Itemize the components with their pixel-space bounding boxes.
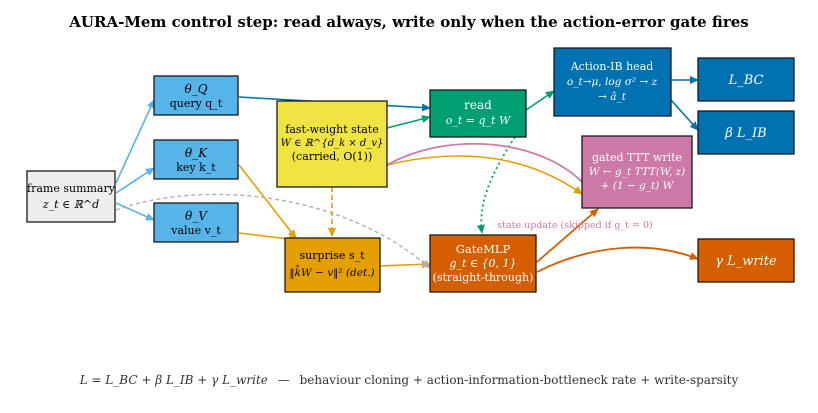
footer-description: behaviour cloning + action-information-b… [300, 373, 739, 387]
surprise-box: surprise s_t ‖k̂W − v‖² (det.) [284, 237, 381, 293]
footer: L = L_BC + β L_IB + γ L_write — behaviou… [79, 373, 739, 387]
loss-ib-box: β L_IB [697, 110, 795, 155]
footer-dash: — [278, 373, 290, 387]
fast-weight-title: fast-weight state [285, 123, 378, 136]
action-ib-title: Action-IB head [570, 60, 654, 73]
gated-ttt-formula-2: + (1 − g_t) W [601, 180, 675, 192]
theta-k-box: θ_K key k_t [153, 139, 239, 180]
surprise-formula: ‖k̂W − v‖² (det.) [289, 265, 374, 280]
theta-k-symbol: θ_K [185, 146, 208, 160]
frame-summary-box: frame summary z_t ∈ ℝ^d [26, 170, 116, 223]
edge-read-to-action-ib [525, 90, 555, 111]
loss-write-label: γ L_write [715, 254, 777, 269]
fast-weight-state-box: fast-weight state W ∈ ℝ^{d_k × d_v} (car… [276, 100, 388, 188]
gated-ttt-title: gated TTT write [592, 151, 682, 164]
theta-v-label: value v_t [170, 224, 221, 237]
action-ib-output: → â_t [598, 91, 627, 103]
edge-read-to-gate [476, 136, 516, 234]
edge-state-to-read [386, 115, 431, 129]
theta-k-label: key k_t [176, 161, 216, 174]
loss-bc-box: L_BC [697, 57, 795, 102]
read-title: read [464, 98, 492, 112]
theta-q-label: query q_t [170, 97, 223, 110]
edge-frame-to-key [115, 167, 155, 194]
action-ib-head-box: Action-IB head o_t→μ, log σ² → z → â_t [553, 47, 672, 117]
edge-frame-to-value [115, 202, 155, 221]
fast-weight-note: (carried, O(1)) [292, 150, 372, 163]
edge-frame-to-query [115, 99, 155, 184]
edge-key-to-surprise [238, 164, 297, 239]
read-formula: o_t = q_t W [446, 114, 512, 127]
gate-mlp-note: (straight-through) [433, 271, 534, 284]
edges [115, 76, 699, 273]
edge-ttt-to-state [386, 142, 583, 183]
frame-summary-var: z_t ∈ ℝ^d [42, 198, 99, 211]
theta-q-box: θ_Q query q_t [153, 75, 239, 116]
gated-ttt-write-box: gated TTT write W ← g_t TTT(W, z) + (1 −… [581, 135, 693, 209]
loss-write-box: γ L_write [697, 238, 795, 283]
footer-formula: L = L_BC + β L_IB + γ L_write [79, 373, 268, 387]
edge-gate-to-ttt [536, 208, 599, 263]
frame-summary-label: frame summary [27, 182, 116, 195]
gate-mlp-box: GateMLP g_t ∈ {0, 1} (straight-through) [429, 234, 537, 293]
gate-mlp-range: g_t ∈ {0, 1} [449, 257, 516, 270]
gate-mlp-title: GateMLP [456, 242, 511, 256]
edge-frame-to-gate [115, 193, 431, 269]
state-update-annotation: state update (skipped if g_t = 0) [497, 220, 652, 231]
action-ib-formula: o_t→μ, log σ² → z [567, 76, 658, 88]
edge-value-to-ttt [386, 155, 583, 195]
theta-v-symbol: θ_V [185, 209, 208, 223]
svg-text:L = L_BC + β L_IB + γ L_write: L = L_BC + β L_IB + γ L_write — behaviou… [79, 373, 739, 387]
gated-ttt-formula-1: W ← g_t TTT(W, z) [589, 166, 686, 178]
theta-v-box: θ_V value v_t [153, 202, 239, 243]
diagram-title: AURA-Mem control step: read always, writ… [68, 13, 748, 31]
fast-weight-dim: W ∈ ℝ^{d_k × d_v} [281, 138, 384, 149]
edge-gate-to-lwrite [536, 246, 699, 273]
loss-ib-label: β L_IB [724, 126, 766, 141]
edge-surprise-to-gate [379, 260, 431, 269]
edge-action-ib-to-lib [670, 99, 699, 131]
loss-bc-label: L_BC [728, 73, 764, 88]
read-box: read o_t = q_t W [429, 89, 527, 138]
surprise-title: surprise s_t [299, 249, 365, 262]
theta-q-symbol: θ_Q [184, 82, 207, 96]
